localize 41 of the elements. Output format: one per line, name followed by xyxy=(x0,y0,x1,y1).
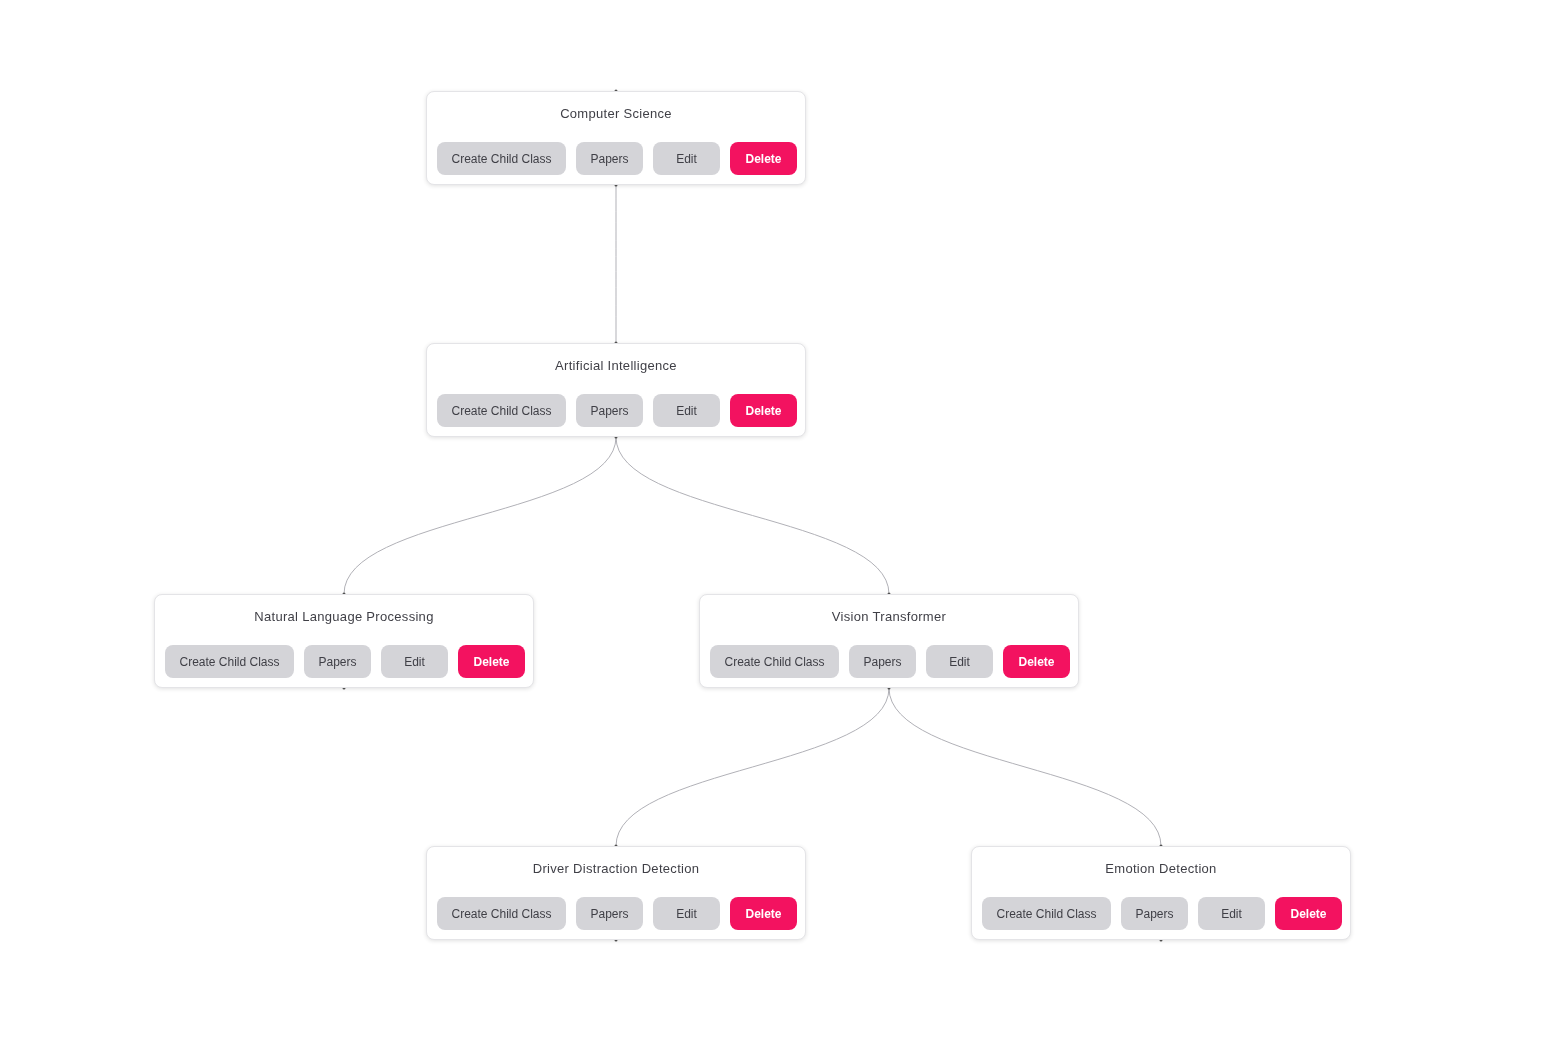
connector-line xyxy=(888,687,1162,847)
class-title: Computer Science xyxy=(560,105,672,123)
action-button: Papers xyxy=(1121,897,1188,930)
class-title: Artificial Intelligence xyxy=(555,357,677,375)
class-card xyxy=(699,594,1079,688)
action-button: Edit xyxy=(653,394,720,427)
action-button: Papers xyxy=(304,645,371,678)
action-button: Create Child Class xyxy=(165,645,294,678)
delete-button: Delete xyxy=(458,645,525,678)
class-card xyxy=(426,91,806,185)
class-title: Natural Language Processing xyxy=(254,608,434,626)
class-title: Driver Distraction Detection xyxy=(532,860,700,878)
action-button: Papers xyxy=(576,142,643,175)
action-button: Papers xyxy=(576,897,643,930)
action-button: Create Child Class xyxy=(437,897,566,930)
action-button: Edit xyxy=(653,897,720,930)
action-button: Papers xyxy=(576,394,643,427)
delete-button: Delete xyxy=(730,897,797,930)
connector-line xyxy=(615,184,617,344)
action-button: Create Child Class xyxy=(437,142,566,175)
action-button: Edit xyxy=(926,645,993,678)
connector-line xyxy=(615,687,890,847)
delete-button: Delete xyxy=(730,394,797,427)
class-card xyxy=(971,846,1351,940)
class-title: Vision Transformer xyxy=(831,608,947,626)
connector-line xyxy=(343,436,617,595)
action-button: Edit xyxy=(1198,897,1265,930)
delete-button: Delete xyxy=(1003,645,1070,678)
action-button: Edit xyxy=(653,142,720,175)
delete-button: Delete xyxy=(1275,897,1342,930)
class-card xyxy=(426,846,806,940)
action-button: Create Child Class xyxy=(710,645,839,678)
action-button: Create Child Class xyxy=(437,394,566,427)
delete-button: Delete xyxy=(730,142,797,175)
class-card xyxy=(426,343,806,437)
action-button: Create Child Class xyxy=(982,897,1111,930)
class-card xyxy=(154,594,534,688)
connector-line xyxy=(615,436,890,595)
action-button: Papers xyxy=(849,645,916,678)
class-title: Emotion Detection xyxy=(1105,860,1217,878)
action-button: Edit xyxy=(381,645,448,678)
